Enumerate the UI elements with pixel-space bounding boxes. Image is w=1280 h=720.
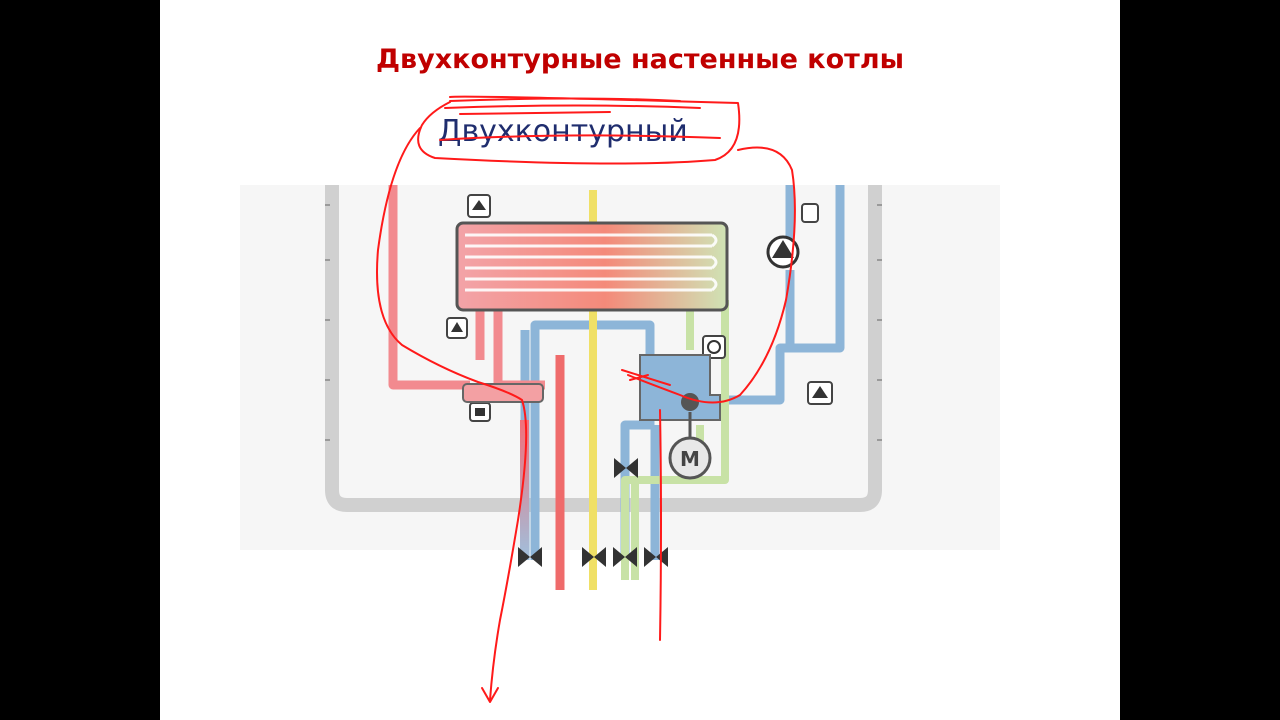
gas-valve-icon (614, 458, 638, 478)
pressure-gauge-icon (469, 402, 491, 422)
circulation-pump-icon (766, 235, 800, 269)
heat-exchanger (455, 221, 729, 312)
boiler-casing (325, 185, 882, 512)
expansion-tank-icon (801, 203, 819, 223)
plate-exchanger (462, 383, 544, 403)
overheat-sensor-icon (467, 194, 491, 218)
casing-dashes (325, 204, 882, 441)
slide-title: Двухконтурные настенные котлы (375, 44, 905, 75)
motor-label: M (680, 447, 700, 471)
slide: M Двухконтурные настенные котлы Двухконт… (160, 0, 1120, 720)
hot-to-cold-pipe (520, 420, 529, 560)
boiler-diagram: M (240, 185, 1000, 590)
dhw-valve-icon (613, 547, 637, 567)
temperature-sensor-icon (446, 317, 468, 339)
three-way-valve (639, 354, 721, 421)
slide-subtitle: Двухконтурный (438, 114, 688, 149)
gas-inlet-valve-icon (582, 547, 606, 567)
motor-icon: M (668, 436, 712, 480)
return-valve-icon (644, 547, 668, 567)
safety-valve-icon (807, 381, 833, 405)
